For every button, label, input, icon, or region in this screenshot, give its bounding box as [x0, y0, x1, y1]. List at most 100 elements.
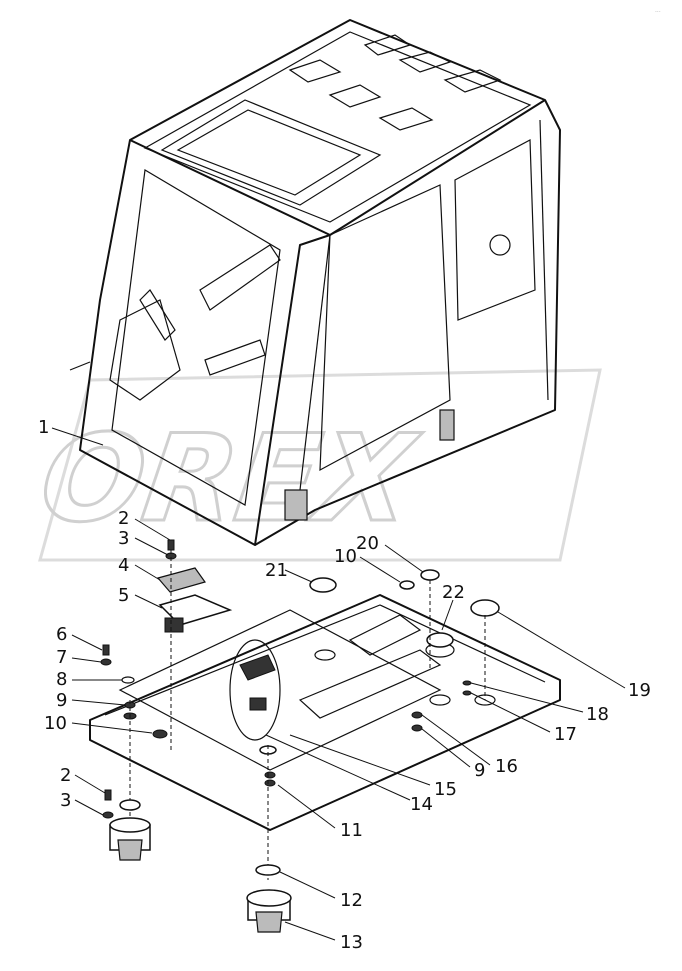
rubber-mount-top — [109, 817, 151, 833]
roof-panel — [378, 107, 434, 131]
floor-plate-edge — [89, 699, 561, 831]
callout-8: 8 — [56, 669, 67, 690]
floor-plate-assembly — [89, 594, 561, 831]
mount-block — [164, 617, 184, 633]
leader-line — [134, 518, 171, 541]
leader-line — [134, 564, 161, 581]
roof-window — [160, 99, 382, 206]
rubber-mount-body — [117, 839, 143, 861]
door-handle — [439, 409, 455, 441]
bolt — [167, 539, 175, 551]
leader-lines — [51, 427, 626, 941]
callout-6: 6 — [56, 624, 67, 645]
leader-line — [421, 714, 491, 766]
callout-18: 18 — [586, 704, 609, 725]
rubber-mount-body — [255, 911, 283, 933]
roof-window-glass — [176, 109, 362, 196]
washer — [462, 680, 472, 686]
callout-10: 10 — [334, 546, 357, 567]
rubber-mount-top — [246, 889, 292, 907]
cab-front-frame — [79, 139, 331, 546]
front-window — [111, 169, 281, 506]
leader-line — [359, 556, 401, 583]
roof-panel — [328, 84, 382, 108]
callout-3: 3 — [60, 790, 71, 811]
leader-line — [470, 682, 584, 713]
leader-line — [284, 569, 313, 583]
console-panel — [199, 244, 281, 311]
leader-line — [497, 611, 626, 689]
door-lock — [284, 489, 308, 521]
watermark-frame — [38, 368, 602, 562]
bolt — [102, 644, 110, 656]
grommet — [309, 577, 337, 593]
floor-recess — [298, 649, 442, 719]
callout-13: 13 — [340, 932, 363, 953]
callout-2: 2 — [118, 508, 129, 529]
leader-line — [74, 774, 106, 794]
upper-bracket — [156, 567, 206, 593]
seat-headrest — [139, 289, 176, 341]
cab-roof — [129, 19, 546, 236]
bolt — [104, 789, 112, 801]
roof-panel — [398, 51, 452, 73]
detail-bracket — [239, 654, 276, 681]
leader-line — [51, 427, 104, 446]
leader-line — [71, 699, 126, 706]
washer — [121, 676, 135, 684]
leader-line — [384, 544, 424, 573]
washer — [255, 864, 281, 876]
roof-panel — [288, 59, 342, 83]
callout-11: 11 — [340, 820, 363, 841]
washer — [100, 658, 112, 666]
cab-side-frame — [254, 99, 561, 546]
callout-9: 9 — [474, 760, 485, 781]
rear-post — [539, 119, 549, 401]
hardware — [100, 539, 500, 933]
leader-line — [289, 734, 431, 786]
washer — [462, 690, 472, 696]
nut — [411, 724, 423, 732]
leader-line — [71, 634, 103, 651]
corner-stamp: ... — [655, 7, 661, 14]
callout-16: 16 — [495, 756, 518, 777]
leader-line — [265, 734, 411, 801]
wiper-arm — [69, 361, 91, 371]
callout-1: 1 — [38, 417, 49, 438]
washer — [264, 779, 276, 787]
washer — [102, 811, 114, 819]
callout-19: 19 — [628, 680, 651, 701]
floor-console — [204, 339, 266, 376]
cab-roof-inner — [143, 31, 532, 223]
rear-side-window — [454, 139, 536, 321]
cab-assembly — [69, 19, 561, 546]
leader-line — [441, 599, 454, 631]
leader-line — [74, 799, 104, 816]
leader-line — [279, 871, 336, 899]
callout-12: 12 — [340, 890, 363, 911]
floor-hole — [429, 694, 451, 706]
leader-line — [421, 728, 471, 768]
washer — [420, 569, 440, 581]
roof-panel — [363, 34, 412, 56]
washer — [411, 711, 423, 719]
callout-9: 9 — [56, 690, 67, 711]
floor-mat — [118, 609, 442, 771]
grommet — [470, 599, 500, 617]
callout-3: 3 — [118, 528, 129, 549]
detail-mount — [249, 697, 267, 711]
washer — [399, 580, 415, 590]
callout-15: 15 — [434, 779, 457, 800]
watermark: OREX — [31, 368, 602, 562]
leader-line — [134, 594, 163, 609]
callout-labels: 1 2 3 4 5 6 7 8 9 10 2 3 21 10 20 22 19 … — [38, 417, 651, 953]
door-window — [319, 184, 451, 472]
floor-plate-rim — [104, 604, 546, 716]
leader-line — [277, 784, 336, 829]
detail-bubble — [229, 639, 281, 741]
leader-line — [284, 921, 336, 941]
callout-10: 10 — [44, 713, 67, 734]
callout-4: 4 — [118, 555, 129, 576]
callout-20: 20 — [356, 533, 379, 554]
